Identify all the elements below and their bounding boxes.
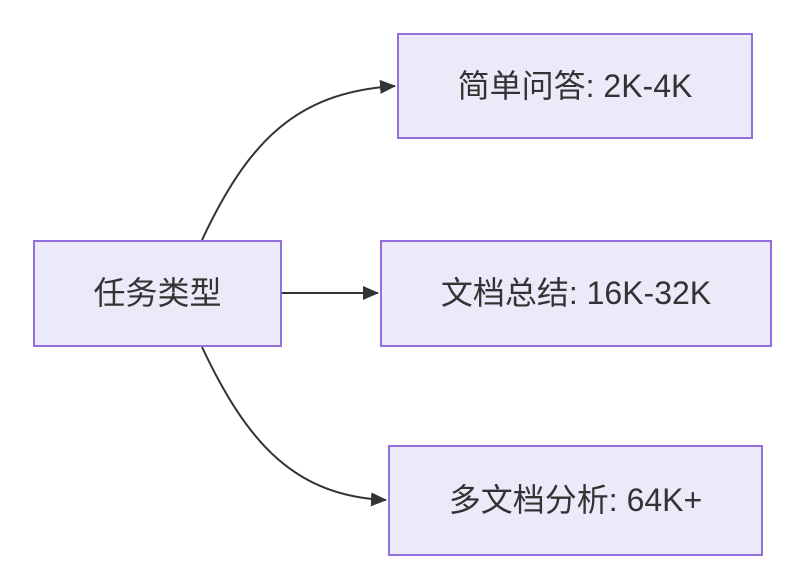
node-doc-summary-label: 文档总结: 16K-32K [440,275,712,312]
node-task-type: 任务类型 [33,240,282,347]
node-multi-doc-analysis-label: 多文档分析: 64K+ [448,482,703,519]
arrow-task-to-simple-qa [201,79,396,241]
node-task-type-label: 任务类型 [93,275,222,312]
arrow-task-to-multi-doc [201,346,387,507]
node-doc-summary: 文档总结: 16K-32K [380,240,772,347]
node-simple-qa-label: 简单问答: 2K-4K [457,67,693,104]
node-multi-doc-analysis: 多文档分析: 64K+ [388,445,763,556]
node-simple-qa: 简单问答: 2K-4K [397,33,753,139]
